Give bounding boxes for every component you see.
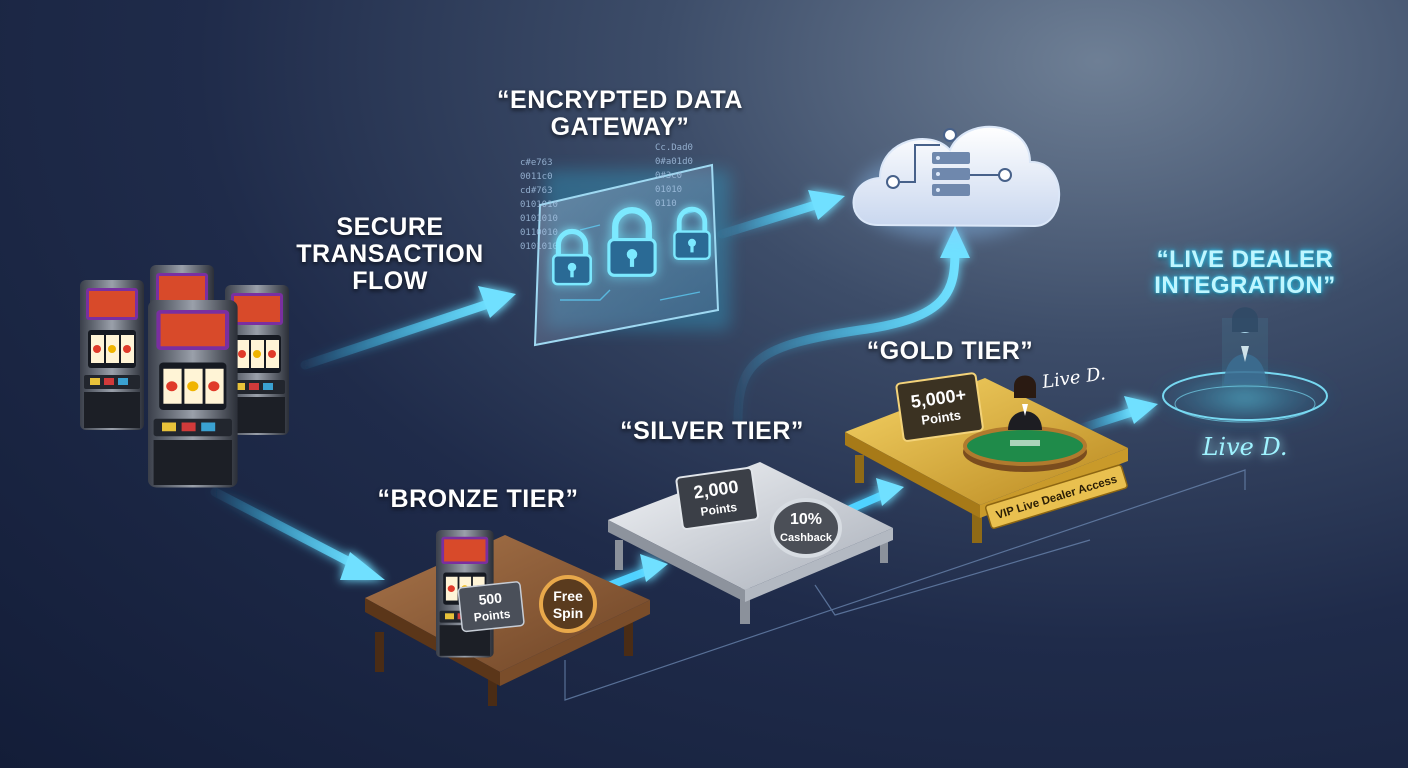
code-line: 0101010: [520, 214, 558, 224]
cashback-line1: 10%: [790, 511, 822, 528]
gold-script-label: Live D.: [1040, 363, 1107, 393]
secure-transaction-flow-label: SECURE TRANSACTION FLOW: [290, 214, 490, 295]
arrowhead-silver-gold: [876, 478, 904, 506]
live-dealer-integration-label: “LIVE DEALER INTEGRATION”: [1130, 247, 1360, 299]
bronze-points-value: 500: [478, 589, 503, 607]
code-line: 0110: [655, 199, 677, 209]
free-spin-coin: Free Spin: [539, 575, 597, 633]
gateway-line1: “ENCRYPTED DATA: [497, 86, 743, 114]
code-column-right: Cc.Dad0 0#a01d0 0#3c0 01010 0110: [655, 143, 693, 209]
gold-points-card: 5,000+ Points: [895, 372, 984, 442]
arrowhead-gateway-cloud: [808, 190, 845, 220]
gold-points-unit: Points: [920, 407, 961, 427]
arrowhead-slots-bronze: [340, 552, 385, 580]
silver-tier-platform: 2,000 Points 10% Cashback: [608, 462, 893, 624]
live-dealer-line2: INTEGRATION”: [1154, 271, 1336, 299]
live-dealer-line1: “LIVE DEALER: [1156, 246, 1334, 273]
dealer-icon: [1008, 375, 1042, 430]
code-column-left: c#e763 0011c0 cd#763 0101010 0101010 0110010 0…: [520, 158, 558, 252]
arrow-gold-live: [1077, 405, 1143, 433]
cloud-server-icon: [852, 125, 1061, 240]
slot-machine-icon: [148, 300, 238, 488]
bronze-points-unit: Points: [473, 607, 511, 625]
secure-flow-line1: SECURE: [336, 213, 444, 241]
gateway-line2: GATEWAY”: [550, 113, 690, 141]
arrow-secure-flow: [300, 295, 505, 370]
arrow-gateway-cloud: [717, 197, 830, 239]
cashback-line2: Cashback: [780, 532, 833, 544]
code-line: 0101010: [520, 200, 558, 210]
code-line: 01010: [655, 185, 682, 195]
code-line: cd#763: [520, 186, 553, 196]
arrowhead-silver-cloud: [940, 226, 970, 258]
arrow-slots-bronze: [210, 487, 370, 575]
code-line: 0#3c0: [655, 171, 682, 181]
gold-tier-platform: 5,000+ Points VIP Live Dealer Access Liv…: [845, 363, 1128, 543]
code-line: 0110010: [520, 228, 558, 238]
secure-flow-line2: TRANSACTION: [296, 240, 484, 268]
circuit-lines: [564, 469, 1246, 701]
casino-table-icon: [963, 426, 1087, 472]
code-line: c#e763: [520, 158, 553, 168]
silver-points-unit: Points: [700, 500, 739, 519]
slot-machine-cluster: [80, 265, 289, 488]
code-line: 0011c0: [520, 172, 553, 182]
arrow-silver-gold: [844, 490, 889, 514]
live-dealer-script-label: Live D.: [1201, 433, 1287, 461]
bronze-points-card: 500 Points: [457, 581, 525, 633]
silver-tier-label: “SILVER TIER”: [620, 417, 804, 445]
flow-arrows: [210, 190, 1158, 594]
bronze-tier-platform: 500 Points Free Spin: [365, 530, 650, 706]
silver-points-card: 2,000 Points: [675, 466, 759, 530]
arrow-silver-cloud: [733, 245, 960, 425]
slot-machine-icon: [80, 280, 144, 430]
code-line: 0101010: [520, 242, 558, 252]
gold-tier-label: “GOLD TIER”: [866, 337, 1034, 365]
dealer-icon: [1224, 307, 1266, 384]
cashback-coin: 10% Cashback: [770, 498, 842, 558]
live-dealer-hologram: Live D.: [1155, 307, 1335, 461]
encrypted-gateway-label: “ENCRYPTED DATA GATEWAY”: [480, 87, 760, 141]
arrowhead-bronze-silver: [640, 554, 668, 582]
secure-flow-line3: FLOW: [352, 267, 428, 295]
free-spin-line1: Free: [553, 588, 583, 604]
arrowhead-gold-live: [1124, 396, 1158, 424]
code-line: 0#a01d0: [655, 157, 693, 167]
code-line: Cc.Dad0: [655, 143, 693, 153]
encrypted-gateway-panel: c#e763 0011c0 cd#763 0101010 0101010 0110010 0…: [520, 143, 730, 347]
free-spin-line2: Spin: [553, 605, 583, 621]
bronze-tier-label: “BRONZE TIER”: [377, 485, 579, 513]
arrowhead-secure-flow: [478, 286, 516, 318]
